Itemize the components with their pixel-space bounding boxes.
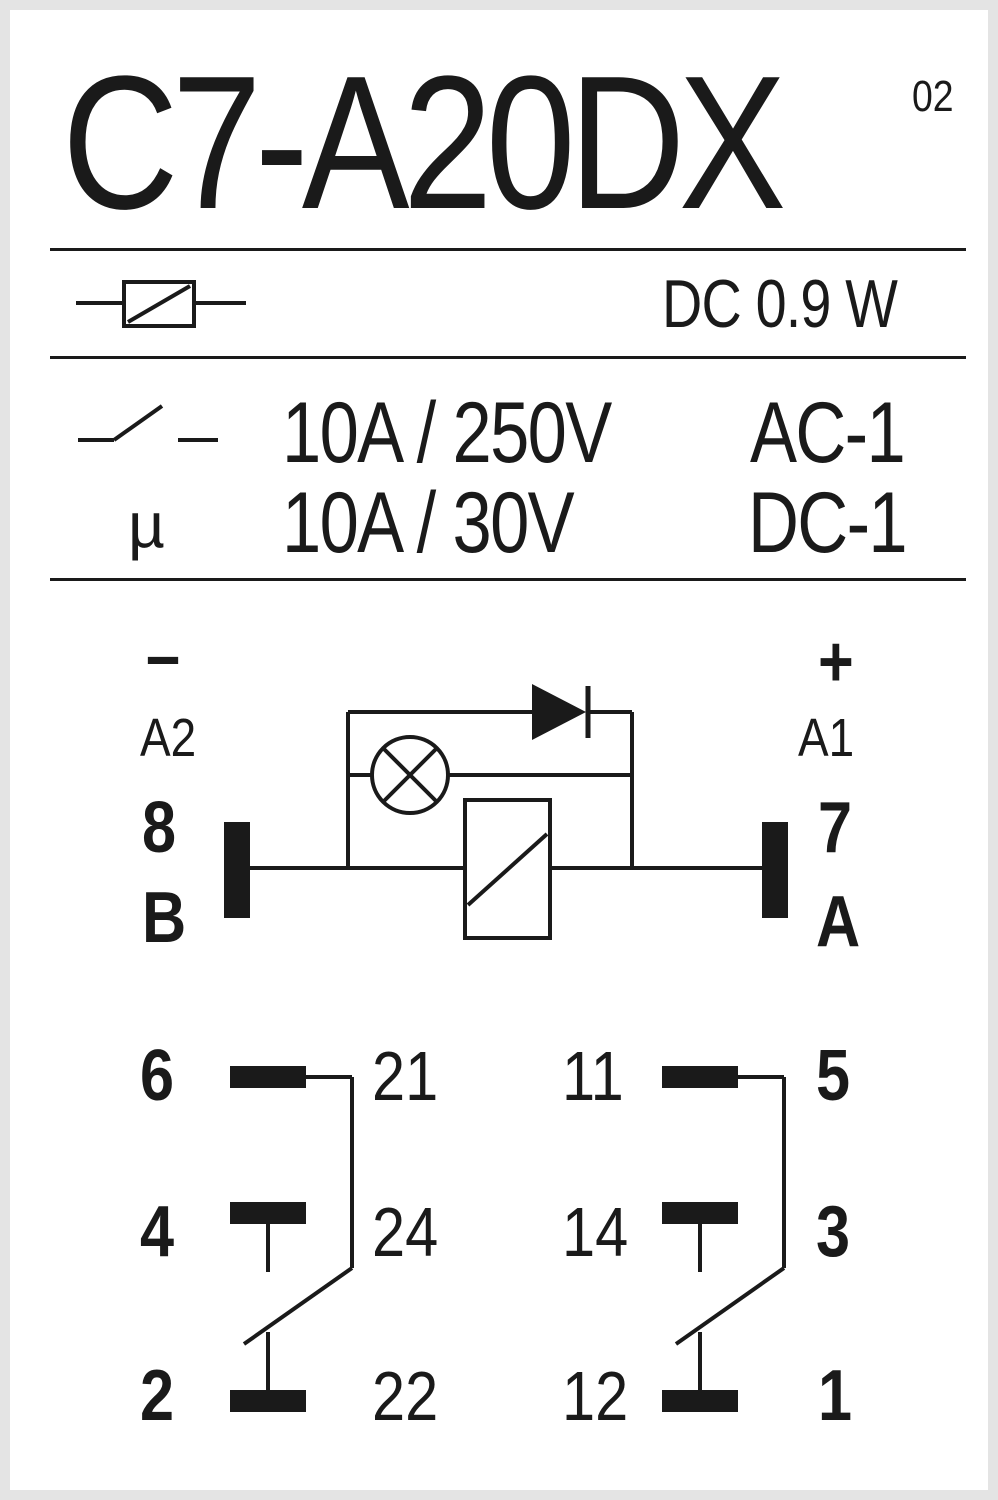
wiring-diagram xyxy=(76,280,788,1412)
coil-rating: DC 0.9 W xyxy=(662,266,898,342)
switch-contact-icon xyxy=(78,404,218,442)
contact-rating-ac: 10A / 250V xyxy=(282,385,612,481)
contact-number: 22 xyxy=(372,1357,439,1435)
pin-number: 2 xyxy=(140,1356,175,1436)
relay-coil xyxy=(463,798,552,940)
utilization-category-dc: DC-1 xyxy=(748,475,908,571)
contact-rating-dc: 10A / 30V xyxy=(282,475,575,571)
pin-number: 4 xyxy=(140,1192,175,1272)
pin-number-left: 8 xyxy=(142,788,177,868)
pin-number: 3 xyxy=(816,1192,851,1272)
terminal-bar-right xyxy=(762,822,788,918)
divider xyxy=(50,356,966,359)
pin-letter-right: A xyxy=(816,882,861,962)
utilization-category-ac: AC-1 xyxy=(750,385,906,481)
changeover-contact-right xyxy=(662,1066,786,1412)
plus-sign: + xyxy=(818,622,854,702)
minus-sign: – xyxy=(146,616,181,696)
terminal-name-left: A2 xyxy=(140,708,197,768)
changeover-contact-left xyxy=(230,1066,354,1412)
contact-number: 24 xyxy=(372,1193,439,1271)
terminal-name-right: A1 xyxy=(798,708,855,768)
contact-number: 21 xyxy=(372,1037,439,1115)
divider xyxy=(50,578,966,581)
pin-number: 6 xyxy=(140,1036,175,1116)
pin-number: 5 xyxy=(816,1036,851,1116)
divider xyxy=(50,248,966,251)
contact-number: 12 xyxy=(562,1357,629,1435)
revision-number: 02 xyxy=(912,72,954,121)
terminal-bar-left xyxy=(224,822,250,918)
contact-number: 11 xyxy=(562,1037,624,1115)
diode-icon xyxy=(532,684,586,740)
pin-letter-left: B xyxy=(142,878,187,958)
pin-number-right: 7 xyxy=(818,788,853,868)
model-title: C7-A20DX xyxy=(62,37,786,249)
micro-gap-symbol: µ xyxy=(128,489,165,561)
contact-number: 14 xyxy=(562,1193,629,1271)
coil-icon xyxy=(76,280,246,328)
pin-number: 1 xyxy=(818,1356,853,1436)
coil-circuit xyxy=(224,684,788,940)
